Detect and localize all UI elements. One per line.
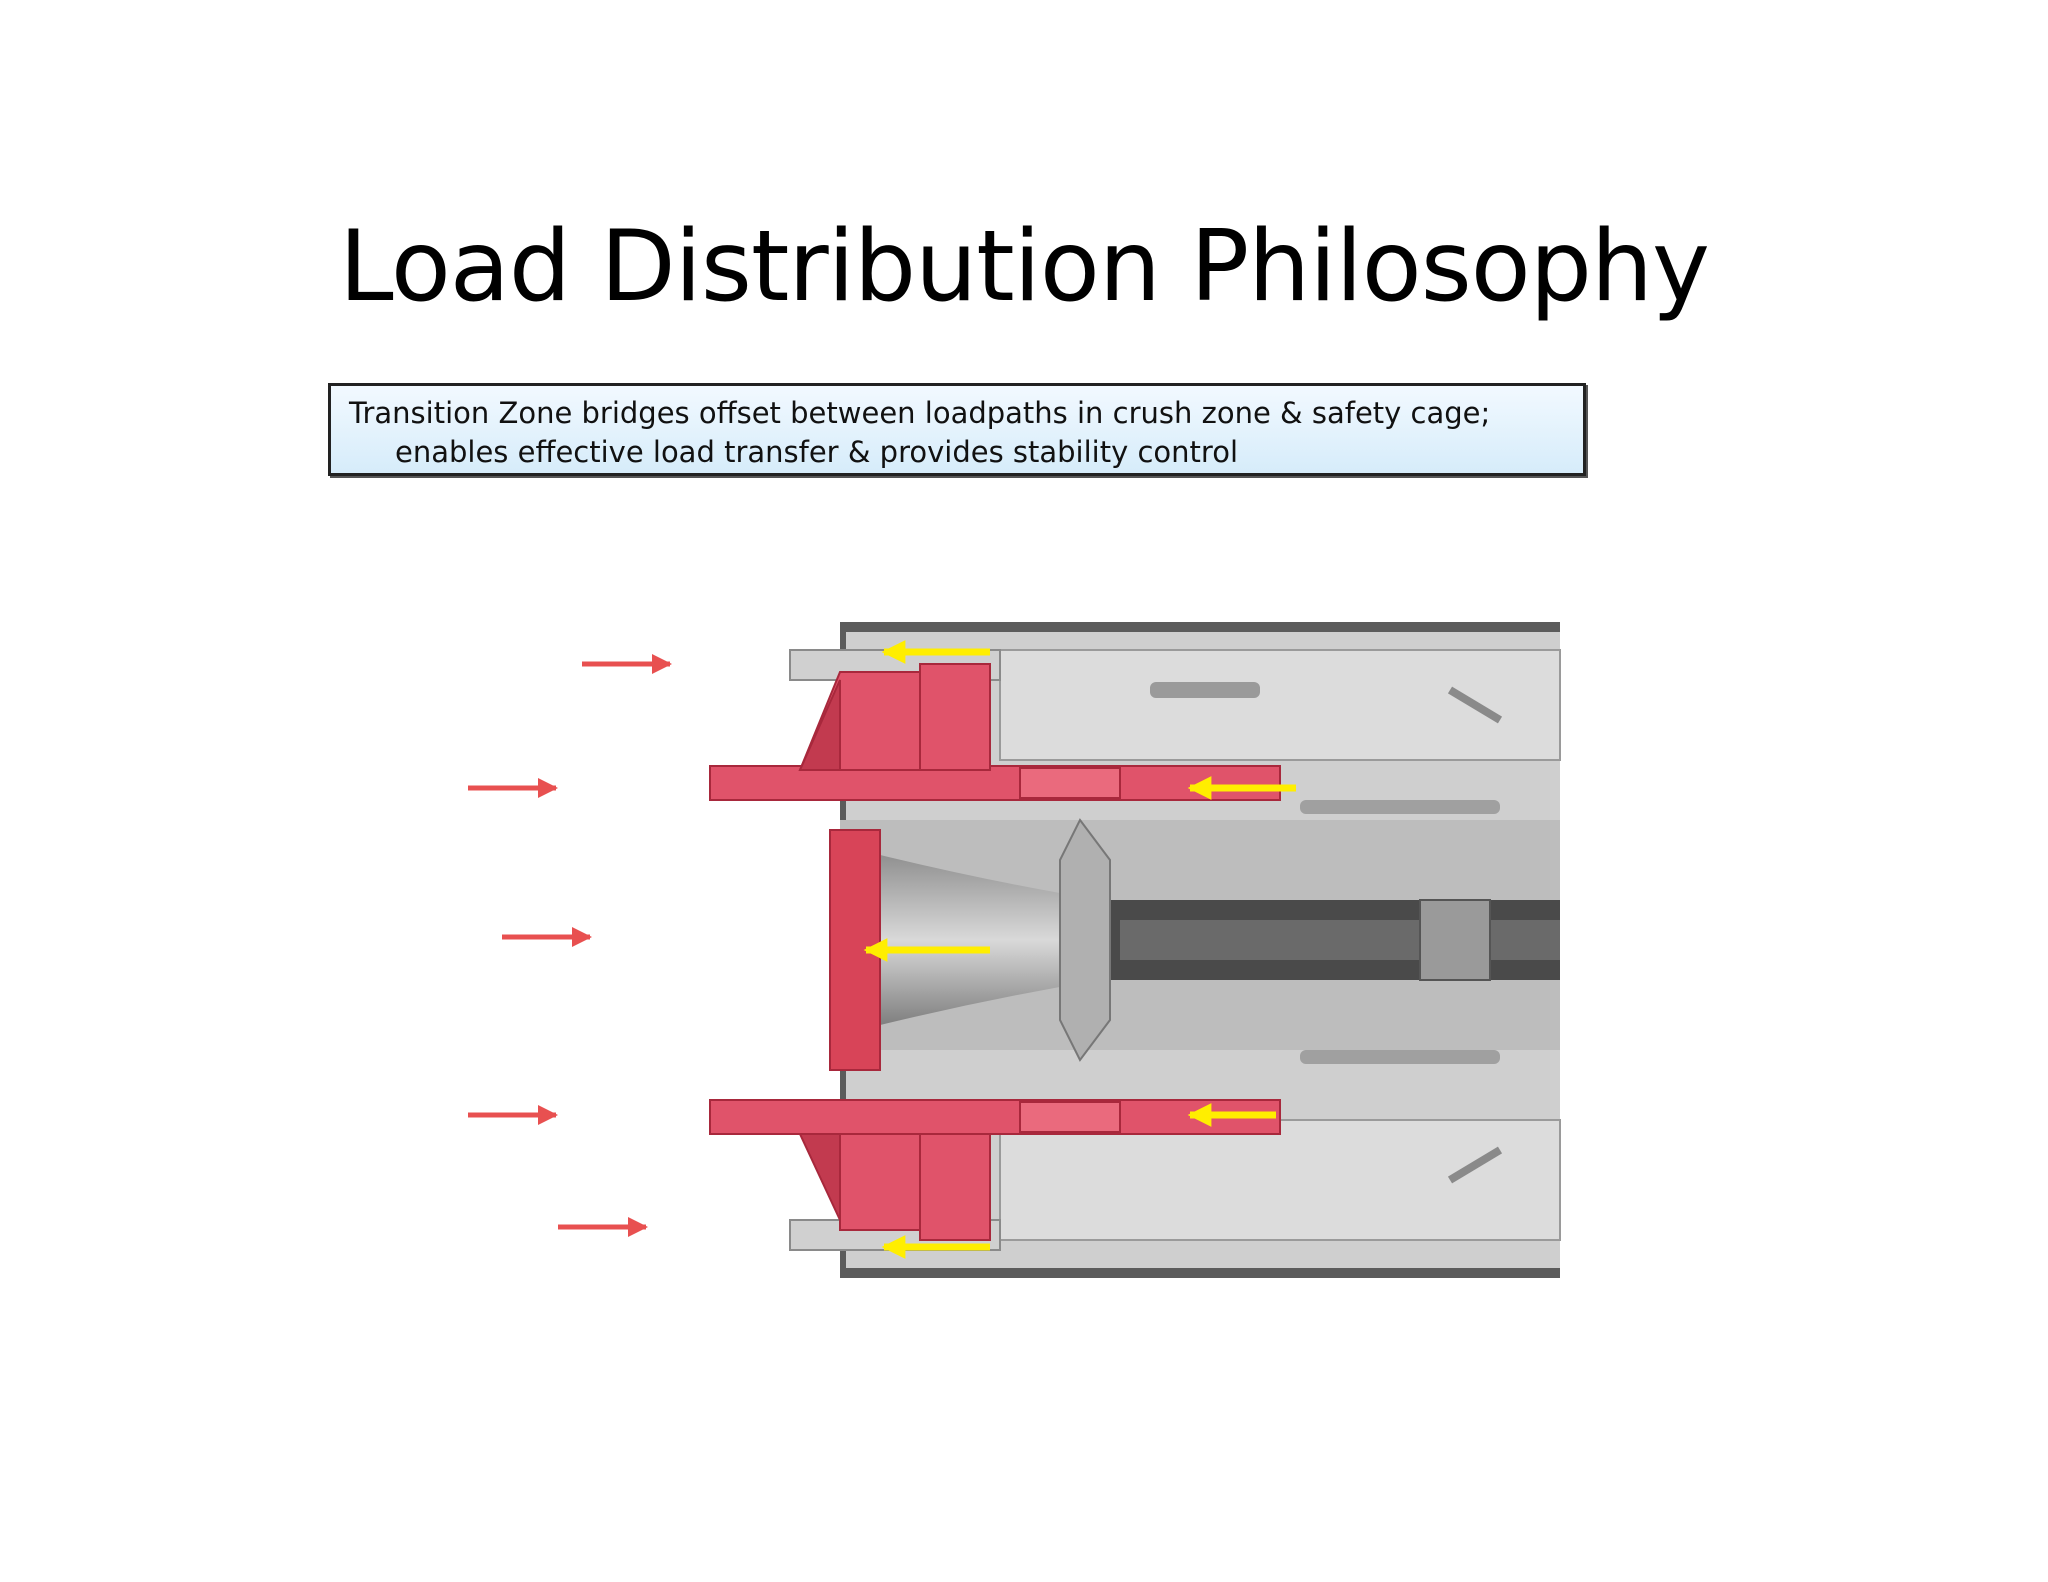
central-tunnel bbox=[840, 818, 1560, 1062]
callout-box: Transition Zone bridges offset between l… bbox=[328, 383, 1586, 476]
callout-line-2: enables effective load transfer & provid… bbox=[395, 435, 1238, 469]
transition-zone-structure bbox=[709, 663, 1281, 1241]
loadpath-arrows bbox=[863, 640, 1296, 1259]
impact-arrows bbox=[468, 654, 672, 1237]
slide-title: Load Distribution Philosophy bbox=[338, 210, 1710, 324]
callout-line-1: Transition Zone bridges offset between l… bbox=[349, 396, 1491, 430]
underbody-diagram bbox=[468, 622, 1561, 1278]
